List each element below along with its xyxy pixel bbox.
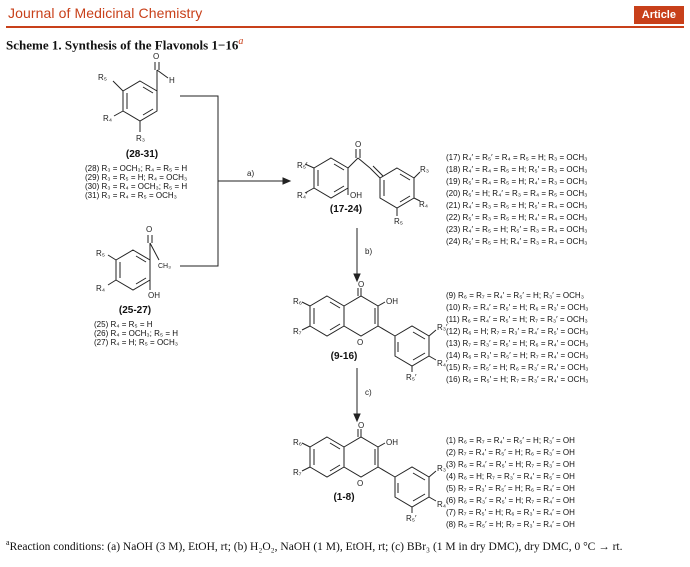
reaction-arrow-c: c)	[353, 368, 372, 423]
atom-o: O	[357, 479, 363, 488]
step-b-label: b)	[365, 247, 372, 256]
hydroxyflavonol-structure: O OH O R₆ R₇ R₃′ R₄′ R₅′	[293, 421, 448, 523]
atom-o: O	[357, 338, 363, 347]
atom-o: O	[358, 280, 364, 289]
atom-r4p: R₄′	[437, 500, 448, 509]
atom-r7: R₇	[293, 327, 302, 336]
scheme-title-text: Scheme 1. Synthesis of the Flavonols 1−1…	[6, 37, 239, 53]
benzaldehyde-variant: (31) R₃ = R₄ = R₅ = OCH₃	[85, 191, 177, 200]
methoxyflavonol-structure: O OH O R₆ R₇ R₃′ R₄′ R₅′	[293, 280, 448, 382]
acetophenone-label: (25-27)	[119, 305, 151, 316]
hydroxyflavonol-variant: (1) R₆ = R₇ = R₄′ = R₅′ = H; R₃′ = OH	[446, 436, 575, 445]
methoxyflavonol-variant: (16) R₆ = R₅′ = H; R₇ = R₃′ = R₄′ = OCH₃	[446, 375, 588, 384]
chalcone-variant: (22) R₅′ = R₃ = R₅ = H; R₄′ = R₄ = OCH₃	[446, 213, 587, 222]
acetophenone-variant: (25) R₄ = R₅ = H	[94, 320, 153, 329]
acetophenone-variant: (26) R₄ = OCH₃; R₅ = H	[94, 329, 178, 338]
atom-r6: R₆	[293, 438, 302, 447]
atom-r5: R₅	[394, 217, 403, 226]
atom-o: O	[146, 225, 152, 234]
journal-name: Journal of Medicinal Chemistry	[8, 5, 203, 21]
atom-r5: R₅	[98, 73, 107, 82]
hydroxyflavonol-variant: (8) R₆ = R₅′ = H; R₇ = R₃′ = R₄′ = OH	[446, 520, 575, 529]
atom-r7: R₇	[293, 468, 302, 477]
benzaldehyde-variant: (29) R₃ = R₅ = H; R₄ = OCH₃	[85, 173, 187, 182]
chalcone-structure: O R₅′ R₄′ OH R₃ R₄ R₅	[297, 140, 429, 226]
hydroxyflavonol-variant: (3) R₆ = R₄′ = R₅′ = H; R₇ = R₃′ = OH	[446, 460, 575, 469]
reaction-arrow-b: b)	[353, 228, 372, 283]
atom-r6: R₆	[293, 297, 302, 306]
atom-o: O	[355, 140, 361, 149]
atom-oh: OH	[386, 438, 398, 447]
methoxyflavonol-variant: (15) R₇ = R₅′ = H; R₆ = R₃′ = R₄′ = OCH₃	[446, 363, 588, 372]
atom-r5p: R₅′	[297, 161, 308, 170]
methoxyflavonol-variant: (12) R₆ = H; R₇ = R₃′ = R₄′ = R₅′ = OCH₃	[446, 327, 588, 336]
scheme-title: Scheme 1. Synthesis of the Flavonols 1−1…	[6, 36, 243, 53]
methoxyflavonol-variant: (11) R₆ = R₄′ = R₅′ = H; R₇ = R₃′ = OCH₃	[446, 315, 588, 324]
atom-h: H	[169, 76, 175, 85]
title-footnote-mark: a	[238, 36, 244, 47]
atom-r4p: R₄′	[437, 359, 448, 368]
atom-r5p: R₅′	[406, 514, 417, 523]
atom-oh: OH	[148, 291, 160, 300]
methoxyflavonol-variant: (10) R₇ = R₄′ = R₅′ = H; R₆ = R₃′ = OCH₃	[446, 303, 588, 312]
benzaldehyde-variant: (28) R₃ = OCH₃; R₄ = R₅ = H	[85, 164, 187, 173]
atom-r3p: R₃′	[437, 323, 448, 332]
atom-oh: OH	[386, 297, 398, 306]
atom-r4: R₄	[419, 200, 428, 209]
atom-oh: OH	[350, 191, 362, 200]
atom-r3: R₃	[136, 134, 145, 143]
chalcone-variant: (18) R₄′ = R₄ = R₅ = H; R₅′ = R₃ = OCH₃	[446, 165, 587, 174]
chalcone-label: (17-24)	[330, 204, 362, 215]
hydroxyflavonol-label: (1-8)	[333, 492, 354, 503]
chalcone-variant: (17) R₄′ = R₅′ = R₄ = R₅ = H; R₃ = OCH₃	[446, 153, 587, 162]
hydroxyflavonol-variant: (7) R₇ = R₅′ = H; R₆ = R₃′ = R₄′ = OH	[446, 508, 575, 517]
footnote-text: Reaction conditions: (a) NaOH (3 M), EtO…	[9, 540, 623, 553]
acetophenone-variant: (27) R₄ = H; R₅ = OCH₃	[94, 338, 178, 347]
header-rule	[6, 26, 684, 28]
atom-o: O	[153, 52, 159, 61]
methoxyflavonol-variant: (14) R₆ = R₃′ = R₅′ = H; R₇ = R₄′ = OCH₃	[446, 351, 588, 360]
hydroxyflavonol-variant: (2) R₇ = R₄′ = R₅′ = H; R₆ = R₃′ = OH	[446, 448, 575, 457]
chalcone-variant: (20) R₅′ = H; R₄′ = R₃ = R₄ = R₅ = OCH₃	[446, 189, 587, 198]
methoxyflavonol-label: (9-16)	[331, 351, 358, 362]
page-header: Journal of Medicinal Chemistry Article	[6, 4, 684, 26]
chalcone-variant: (24) R₅′ = R₅ = H; R₄′ = R₃ = R₄ = OCH₃	[446, 237, 587, 246]
benzaldehyde-structure: O H R₅ R₄ R₃	[98, 52, 175, 143]
atom-ch3: CH₃	[158, 263, 171, 270]
article-badge: Article	[633, 6, 684, 24]
chalcone-variant: (21) R₄′ = R₃ = R₅ = H; R₅′ = R₄ = OCH₃	[446, 201, 587, 210]
acetophenone-structure: O CH₃ R₅ R₄ OH	[96, 225, 171, 300]
hydroxyflavonol-variant: (6) R₆ = R₃′ = R₅′ = H; R₇ = R₄′ = OH	[446, 496, 575, 505]
atom-o: O	[358, 421, 364, 430]
chalcone-variant: (23) R₄′ = R₅ = H; R₅′ = R₃ = R₄ = OCH₃	[446, 225, 587, 234]
benzaldehyde-variant: (30) R₃ = R₄ = OCH₃; R₅ = H	[85, 182, 187, 191]
methoxyflavonol-variant: (13) R₇ = R₃′ = R₅′ = H; R₆ = R₄′ = OCH₃	[446, 339, 588, 348]
atom-r3p: R₃′	[437, 464, 448, 473]
hydroxyflavonol-variant: (4) R₆ = H; R₇ = R₃′ = R₄′ = R₅′ = OH	[446, 472, 575, 481]
atom-r4p: R₄′	[297, 191, 308, 200]
benzaldehyde-label: (28-31)	[126, 149, 158, 160]
step-c-label: c)	[365, 388, 372, 397]
atom-r4: R₄	[96, 284, 105, 293]
footnote-mark: a	[6, 538, 10, 547]
reaction-arrow-a: a)	[180, 95, 292, 267]
reaction-conditions-footnote: aReaction conditions: (a) NaOH (3 M), Et…	[6, 538, 686, 553]
atom-r4: R₄	[103, 114, 112, 123]
atom-r3: R₃	[420, 165, 429, 174]
methoxyflavonol-variant: (9) R₆ = R₇ = R₄′ = R₅′ = H; R₃′ = OCH₃	[446, 291, 584, 300]
atom-r5: R₅	[96, 249, 105, 258]
hydroxyflavonol-variant: (5) R₇ = R₃′ = R₅′ = H; R₆ = R₄′ = OH	[446, 484, 575, 493]
step-a-label: a)	[247, 169, 254, 178]
chalcone-variant: (19) R₅′ = R₄ = R₅ = H; R₄′ = R₃ = OCH₃	[446, 177, 587, 186]
atom-r5p: R₅′	[406, 373, 417, 382]
